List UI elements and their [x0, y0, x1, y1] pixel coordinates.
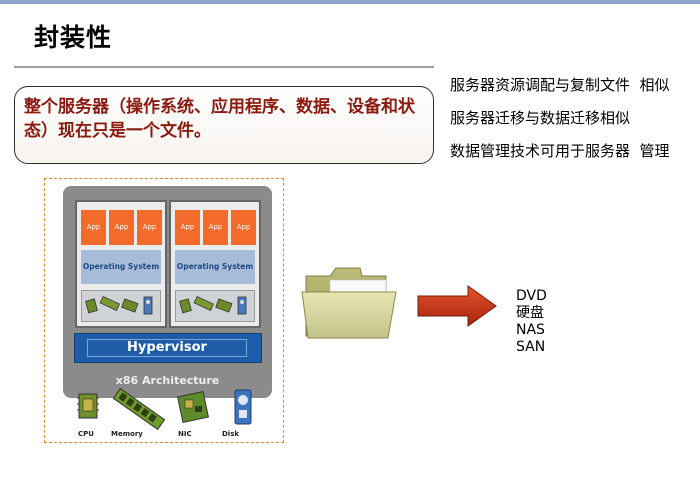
virtual-hardware-box [175, 290, 255, 322]
virtual-hardware-icons [179, 295, 247, 315]
cpu-label: CPU [78, 430, 94, 438]
memory-icon [112, 387, 166, 431]
title-divider [14, 66, 434, 68]
media-list: DVD 硬盘 NAS SAN [516, 288, 616, 356]
virtual-machine-left: App App App Operating System [75, 200, 167, 328]
app-box: App [109, 210, 134, 245]
bullet-item: 数据管理技术可用于服务器 管理 [450, 142, 670, 160]
hypervisor-label: Hypervisor [87, 339, 247, 357]
top-accent-bar [0, 0, 700, 4]
slide-title: 封装性 [34, 23, 113, 52]
os-box: Operating System [175, 250, 255, 284]
diagram-frame [44, 178, 284, 443]
disk-label: Disk [222, 430, 240, 438]
nic-icon [176, 390, 210, 424]
arrow-right-icon [417, 285, 497, 327]
media-item: DVD [516, 288, 547, 304]
x86-architecture-label: x86 Architecture [115, 374, 220, 387]
cpu-icon [77, 393, 99, 419]
virtual-hardware-icons [85, 295, 153, 315]
virtual-hardware-box [81, 290, 161, 322]
app-box: App [231, 210, 256, 245]
app-box: App [81, 210, 106, 245]
memory-label: Memory [111, 430, 143, 438]
disk-icon [234, 389, 252, 425]
bullet-item: 服务器迁移与数据迁移相似 [450, 109, 631, 127]
app-box: App [137, 210, 162, 245]
media-item: SAN [516, 339, 546, 355]
app-box: App [203, 210, 228, 245]
virtual-machine-right: App App App Operating System [169, 200, 261, 328]
folder-icon [301, 267, 397, 339]
media-item: NAS [516, 322, 545, 338]
callout-box: 整个服务器（操作系统、应用程序、数据、设备和状态）现在只是一个文件。 [14, 86, 434, 164]
media-item: 硬盘 [516, 305, 544, 321]
nic-label: NIC [178, 430, 192, 438]
bullet-list: 服务器资源调配与复制文件 相似 服务器迁移与数据迁移相似 数据管理技术可用于服务… [450, 76, 690, 175]
callout-text: 整个服务器（操作系统、应用程序、数据、设备和状态）现在只是一个文件。 [24, 97, 415, 141]
bullet-item: 服务器资源调配与复制文件 相似 [450, 76, 670, 94]
os-box: Operating System [81, 250, 161, 284]
app-box: App [175, 210, 200, 245]
hypervisor-layer: Hypervisor [74, 333, 262, 363]
